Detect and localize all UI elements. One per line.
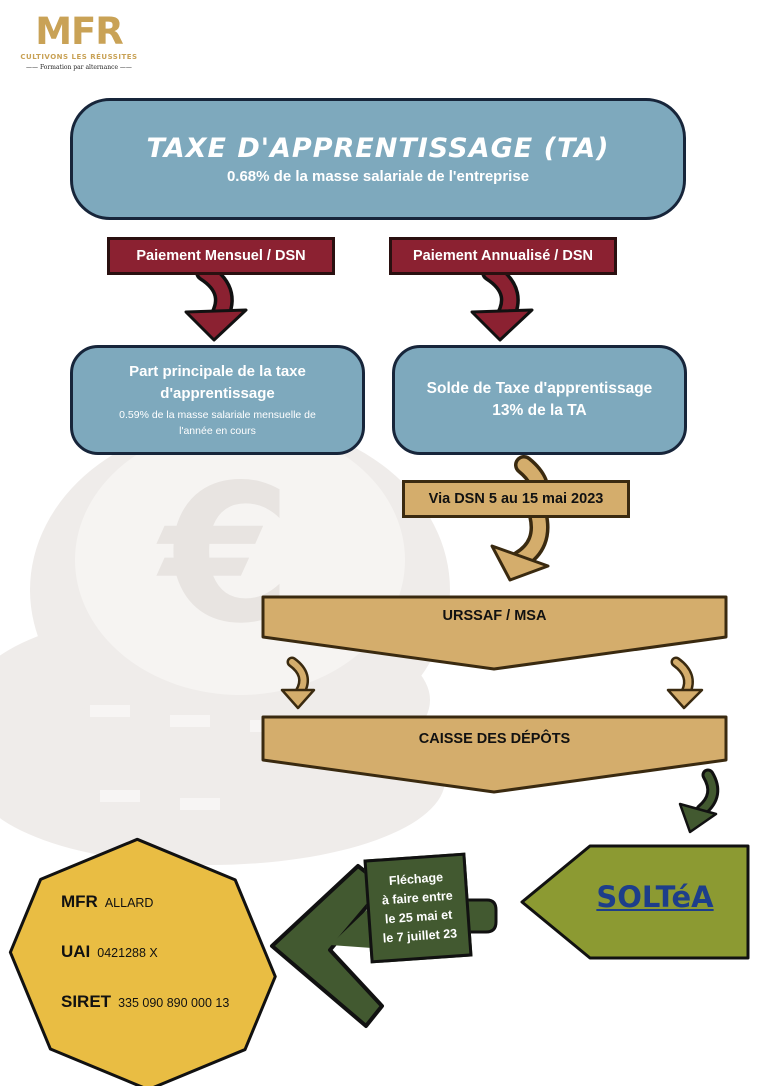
uai-row: UAI 0421288 X bbox=[61, 942, 158, 962]
siret-value: 335 090 890 000 13 bbox=[118, 996, 230, 1010]
uai-value: 0421288 X bbox=[97, 946, 158, 960]
soltea-link[interactable]: SOLTéA bbox=[596, 880, 714, 914]
urssaf-banner-text: URSSAF / MSA bbox=[442, 608, 547, 624]
logo-mark: MFR bbox=[35, 10, 124, 53]
title-heading: TAXE D'APPRENTISSAGE (TA) bbox=[146, 133, 610, 164]
logo-subtitle-text: Formation par alternance bbox=[39, 64, 119, 71]
mfr-label: MFR bbox=[61, 892, 98, 911]
main-part-line2: d'apprentissage bbox=[160, 385, 275, 402]
caisse-banner-shape bbox=[261, 715, 728, 794]
siret-row: SIRET 335 090 890 000 13 bbox=[61, 992, 229, 1012]
title-box: TAXE D'APPRENTISSAGE (TA) 0.68% de la ma… bbox=[70, 98, 686, 220]
mfr-logo: MFR CULTIVONS LES RÉUSSITES —— Formation… bbox=[18, 10, 140, 72]
green-arrow-down-icon bbox=[678, 768, 720, 834]
urssaf-banner-shape bbox=[261, 595, 728, 671]
annual-payment-label: Paiement Annualisé / DSN bbox=[389, 237, 617, 275]
main-part-line1: Part principale de la taxe bbox=[129, 363, 306, 380]
balance-line2: 13% de la TA bbox=[492, 402, 587, 419]
mfr-value: ALLARD bbox=[104, 896, 154, 910]
mfr-row: MFR ALLARD bbox=[61, 892, 153, 912]
via-dsn-label: Via DSN 5 au 15 mai 2023 bbox=[402, 480, 630, 518]
main-part-detail1: 0.59% de la masse salariale mensuelle de bbox=[119, 409, 316, 421]
siret-label: SIRET bbox=[61, 992, 112, 1011]
school-info-octagon-shape bbox=[8, 837, 277, 1086]
red-arrow-right-icon bbox=[470, 262, 534, 342]
uai-label: UAI bbox=[61, 942, 91, 961]
soltea-tag-shape bbox=[520, 844, 750, 960]
small-gold-arrow-right-icon bbox=[666, 656, 704, 710]
red-arrow-left-icon bbox=[184, 262, 248, 342]
small-gold-arrow-left-icon bbox=[280, 656, 316, 710]
flechage-box: Fléchage à faire entre le 25 mai et le 7… bbox=[363, 852, 473, 964]
logo-tagline: CULTIVONS LES RÉUSSITES bbox=[20, 53, 138, 61]
balance-box: Solde de Taxe d'apprentissage 13% de la … bbox=[392, 345, 687, 455]
main-part-detail2: l'année en cours bbox=[179, 425, 256, 437]
main-part-box: Part principale de la taxe d'apprentissa… bbox=[70, 345, 365, 455]
monthly-payment-label: Paiement Mensuel / DSN bbox=[107, 237, 335, 275]
title-subheading: 0.68% de la masse salariale de l'entrepr… bbox=[226, 168, 530, 185]
logo-subtitle: —— Formation par alternance —— bbox=[26, 64, 132, 71]
caisse-banner-text: CAISSE DES DÉPÔTS bbox=[418, 731, 571, 747]
balance-line1: Solde de Taxe d'apprentissage bbox=[426, 380, 653, 397]
